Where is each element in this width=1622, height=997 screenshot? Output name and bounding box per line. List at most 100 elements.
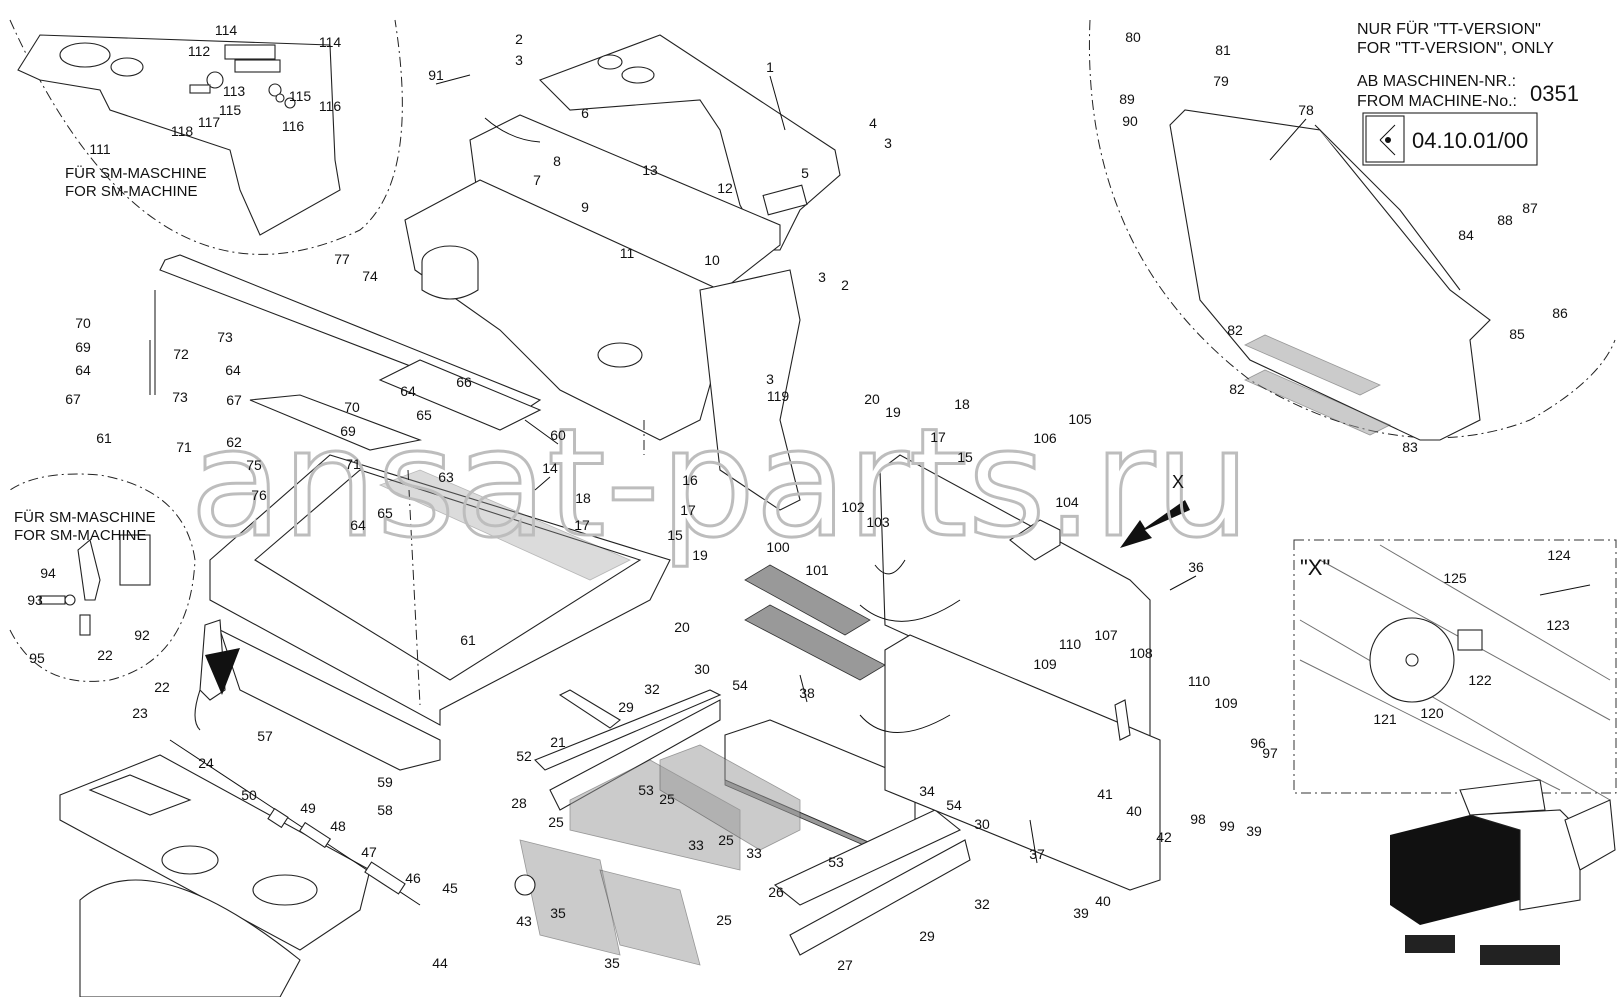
callout-117: 117 <box>198 114 221 130</box>
callout-94: 94 <box>40 565 56 581</box>
callout-120: 120 <box>1420 705 1444 721</box>
callout-45: 45 <box>442 880 458 896</box>
callout-93: 93 <box>27 592 43 608</box>
seal-frame-left <box>534 689 801 871</box>
callout-19: 19 <box>885 404 901 420</box>
callout-64: 64 <box>400 383 416 399</box>
callout-35: 35 <box>604 955 620 971</box>
callout-125: 125 <box>1443 570 1467 586</box>
callout-59: 59 <box>377 774 393 790</box>
callout-25: 25 <box>718 832 734 848</box>
callout-8: 8 <box>553 153 561 169</box>
callout-29: 29 <box>919 928 935 944</box>
callout-61: 61 <box>460 632 476 648</box>
callout-71: 71 <box>345 456 361 472</box>
rod-assembly <box>169 739 421 906</box>
callout-60: 60 <box>550 427 566 443</box>
callout-82: 82 <box>1227 322 1243 338</box>
callout-3: 3 <box>766 371 774 387</box>
callout-4: 4 <box>869 115 877 131</box>
callout-76: 76 <box>251 487 267 503</box>
swing-arrow-mid-icon <box>874 559 906 575</box>
callout-98: 98 <box>1190 811 1206 827</box>
plug-43 <box>514 874 536 896</box>
callout-50: 50 <box>241 787 257 803</box>
callout-53: 53 <box>828 854 844 870</box>
callout-114: 114 <box>319 34 342 50</box>
callout-72: 72 <box>173 346 189 362</box>
machine-no-value: 0351 <box>1530 81 1579 106</box>
callout-16: 16 <box>682 472 698 488</box>
callout-119: 119 <box>767 388 790 404</box>
callout-3: 3 <box>515 52 523 68</box>
callout-49: 49 <box>300 800 316 816</box>
callout-42: 42 <box>1156 829 1172 845</box>
callout-70: 70 <box>344 399 360 415</box>
callout-103: 103 <box>866 514 890 530</box>
callout-30: 30 <box>694 661 710 677</box>
callout-109: 109 <box>1033 656 1057 672</box>
callout-47: 47 <box>361 844 377 860</box>
callout-83: 83 <box>1402 439 1418 455</box>
callout-82: 82 <box>1229 381 1245 397</box>
arrow-x-label: X <box>1172 472 1184 492</box>
leader-line <box>799 674 808 703</box>
callout-64: 64 <box>75 362 91 378</box>
callout-33: 33 <box>746 845 762 861</box>
callout-25: 25 <box>659 791 675 807</box>
callout-37: 37 <box>1029 846 1045 862</box>
callout-25: 25 <box>548 814 564 830</box>
callout-43: 43 <box>516 913 532 929</box>
callout-26: 26 <box>768 884 784 900</box>
callout-65: 65 <box>416 407 432 423</box>
arrow-x-icon <box>1120 500 1190 548</box>
callout-89: 89 <box>1119 91 1135 107</box>
callout-32: 32 <box>644 681 660 697</box>
callout-80: 80 <box>1125 29 1141 45</box>
callout-116: 116 <box>319 98 342 114</box>
callout-115: 115 <box>219 102 242 118</box>
tt-housing <box>1169 109 1491 441</box>
callout-40: 40 <box>1126 803 1142 819</box>
lower-plate-57 <box>219 628 441 771</box>
callout-108: 108 <box>1129 645 1153 661</box>
callout-27: 27 <box>837 957 853 973</box>
callout-110: 110 <box>1188 673 1211 689</box>
callout-63: 63 <box>438 469 454 485</box>
callout-44: 44 <box>432 955 448 971</box>
date-code: 04.10.01/00 <box>1412 128 1528 153</box>
callout-18: 18 <box>575 490 591 506</box>
detail-circle-left <box>9 473 196 682</box>
callout-5: 5 <box>801 165 809 181</box>
callout-17: 17 <box>574 517 590 533</box>
ab-machine-box <box>1362 112 1538 166</box>
leader-line <box>1029 819 1038 864</box>
callout-7: 7 <box>533 172 541 188</box>
callout-labels: 1223333567891011121341415151617171718181… <box>27 22 1571 973</box>
callout-95: 95 <box>29 650 45 666</box>
callout-77: 77 <box>334 251 350 267</box>
callout-14: 14 <box>542 460 558 476</box>
callout-1: 1 <box>766 59 774 75</box>
sm-note-left-line2: FOR SM-MACHINE <box>14 527 147 544</box>
callout-78: 78 <box>1298 102 1314 118</box>
callout-38: 38 <box>799 685 815 701</box>
callout-74: 74 <box>362 268 378 284</box>
callout-28: 28 <box>511 795 527 811</box>
callout-67: 67 <box>226 392 242 408</box>
callout-17: 17 <box>930 429 946 445</box>
latch-assembly-top-left <box>189 44 296 109</box>
callout-2: 2 <box>515 31 523 47</box>
callout-41: 41 <box>1097 786 1113 802</box>
callout-24: 24 <box>198 755 214 771</box>
callout-81: 81 <box>1215 42 1231 58</box>
callout-18: 18 <box>954 396 970 412</box>
leader-line <box>769 75 786 131</box>
callout-114: 114 <box>215 22 238 38</box>
callout-121: 121 <box>1373 711 1397 727</box>
sm-note-top-line1: FÜR SM-MASCHINE <box>65 164 207 182</box>
latch-left-detail <box>39 534 151 636</box>
callout-3: 3 <box>818 269 826 285</box>
detail-circle-top-right <box>1088 19 1616 439</box>
